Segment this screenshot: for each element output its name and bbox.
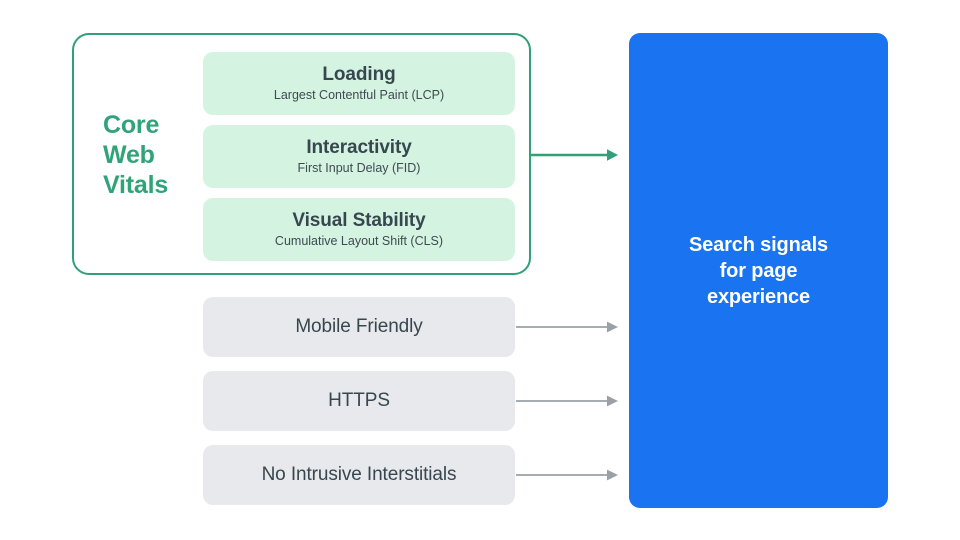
vital-box-interactivity[interactable]: Interactivity First Input Delay (FID) [203,125,515,188]
core-web-vitals-group [72,33,531,275]
core-web-vitals-label: Core Web Vitals [103,110,195,200]
arrow-from-core-web-vitals-icon [531,147,619,163]
vital-subtitle: Cumulative Layout Shift (CLS) [274,234,444,248]
vital-title: Interactivity [306,137,412,158]
arrow-from-no-intrusive-interstitials-icon [516,467,619,483]
signal-box-no-intrusive-interstitials[interactable]: No Intrusive Interstitials [203,445,515,505]
signal-label: Mobile Friendly [295,316,423,337]
signal-label: HTTPS [328,390,390,411]
signal-label: No Intrusive Interstitials [261,464,457,485]
arrow-from-mobile-friendly-icon [516,319,619,335]
core-web-vitals-label-line-1: Core [103,111,160,139]
signal-box-mobile-friendly[interactable]: Mobile Friendly [203,297,515,357]
vital-box-loading[interactable]: Loading Largest Contentful Paint (LCP) [203,52,515,115]
search-signals-text: Search signals for page experience [688,233,829,308]
search-signals-box[interactable]: Search signals for page experience [629,33,888,508]
vital-title: Loading [322,64,396,85]
signal-box-https[interactable]: HTTPS [203,371,515,431]
vital-subtitle: Largest Contentful Paint (LCP) [273,88,445,102]
core-web-vitals-label-line-2: Web [103,141,155,169]
vital-title: Visual Stability [292,210,426,231]
vital-box-visual-stability[interactable]: Visual Stability Cumulative Layout Shift… [203,198,515,261]
arrow-from-https-icon [516,393,619,409]
vital-subtitle: First Input Delay (FID) [297,161,421,175]
core-web-vitals-label-line-3: Vitals [103,171,169,199]
